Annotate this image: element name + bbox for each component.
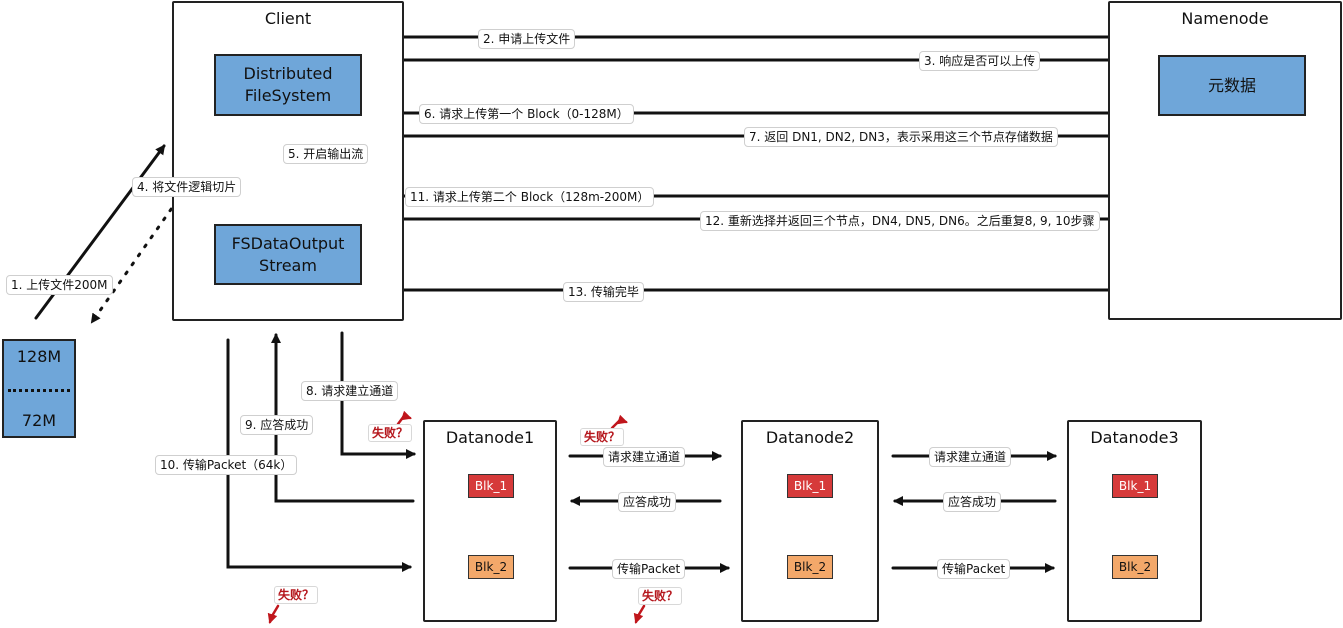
label-step8: 8. 请求建立通道	[301, 381, 399, 401]
dn2-blk2: Blk_2	[787, 555, 833, 579]
label-step11: 11. 请求上传第二个 Block（128m-200M）	[405, 187, 655, 207]
label-step1: 1. 上传文件200M	[6, 275, 113, 295]
distributed-filesystem-box: Distributed FileSystem	[214, 54, 362, 116]
file-block: 128M 72M	[2, 339, 76, 438]
datanode3-box: Datanode3	[1067, 420, 1202, 622]
label-step9: 9. 应答成功	[240, 415, 314, 435]
dn1-blk1: Blk_1	[468, 474, 514, 498]
label-dn1-dn2-request: 请求建立通道	[603, 447, 686, 467]
datanode1-box: Datanode1	[423, 420, 557, 622]
label-step3: 3. 响应是否可以上传	[919, 51, 1041, 71]
datanode1-title: Datanode1	[445, 428, 535, 447]
label-step13: 13. 传输完毕	[563, 282, 644, 302]
fail-label-1: 失败？	[368, 424, 413, 442]
label-step2: 2. 申请上传文件	[478, 29, 576, 49]
file-split-line	[8, 389, 70, 392]
label-dn2-dn3-packet: 传输Packet	[937, 559, 1011, 579]
label-step4: 4. 将文件逻辑切片	[132, 177, 242, 197]
fail-label-3: 失败？	[274, 586, 319, 604]
fail-squiggle-3	[267, 604, 280, 624]
metadata-box: 元数据	[1158, 55, 1306, 116]
label-dn3-dn2-ack: 应答成功	[943, 492, 1002, 512]
arrow-step10	[226, 338, 412, 572]
dn3-blk1: Blk_1	[1112, 474, 1158, 498]
arrow-step9	[271, 333, 415, 503]
arrow-step4	[90, 126, 230, 324]
fail-label-4: 失败？	[638, 587, 683, 605]
dn2-blk1: Blk_1	[787, 474, 833, 498]
client-title: Client	[264, 9, 312, 28]
label-step5: 5. 开启输出流	[283, 144, 369, 164]
file-part-72m: 72M	[21, 411, 57, 430]
label-step6: 6. 请求上传第一个 Block（0-128M）	[419, 104, 634, 124]
fail-squiggle-1	[396, 410, 412, 426]
fail-squiggle-4	[633, 604, 646, 624]
fail-squiggle-2	[610, 414, 628, 430]
namenode-title: Namenode	[1181, 9, 1269, 28]
datanode2-title: Datanode2	[765, 428, 855, 447]
fail-label-2: 失败？	[580, 428, 625, 446]
file-part-128m: 128M	[16, 347, 62, 366]
label-step7: 7. 返回 DN1, DN2, DN3，表示采用这三个节点存储数据	[744, 127, 1058, 147]
namenode-box: Namenode	[1108, 1, 1342, 320]
label-dn2-dn3-request: 请求建立通道	[929, 447, 1012, 467]
arrow-step8	[340, 331, 416, 459]
label-dn2-dn1-ack: 应答成功	[618, 492, 677, 512]
label-step10: 10. 传输Packet（64k）	[155, 455, 298, 475]
datanode3-title: Datanode3	[1090, 428, 1179, 447]
label-dn1-dn2-packet: 传输Packet	[612, 559, 686, 579]
dn3-blk2: Blk_2	[1112, 555, 1158, 579]
label-step12: 12. 重新选择并返回三个节点，DN4, DN5, DN6。之后重复8, 9, …	[700, 211, 1100, 231]
datanode2-box: Datanode2	[741, 420, 879, 622]
dn1-blk2: Blk_2	[468, 555, 514, 579]
fsdataoutputstream-box: FSDataOutput Stream	[214, 224, 362, 285]
